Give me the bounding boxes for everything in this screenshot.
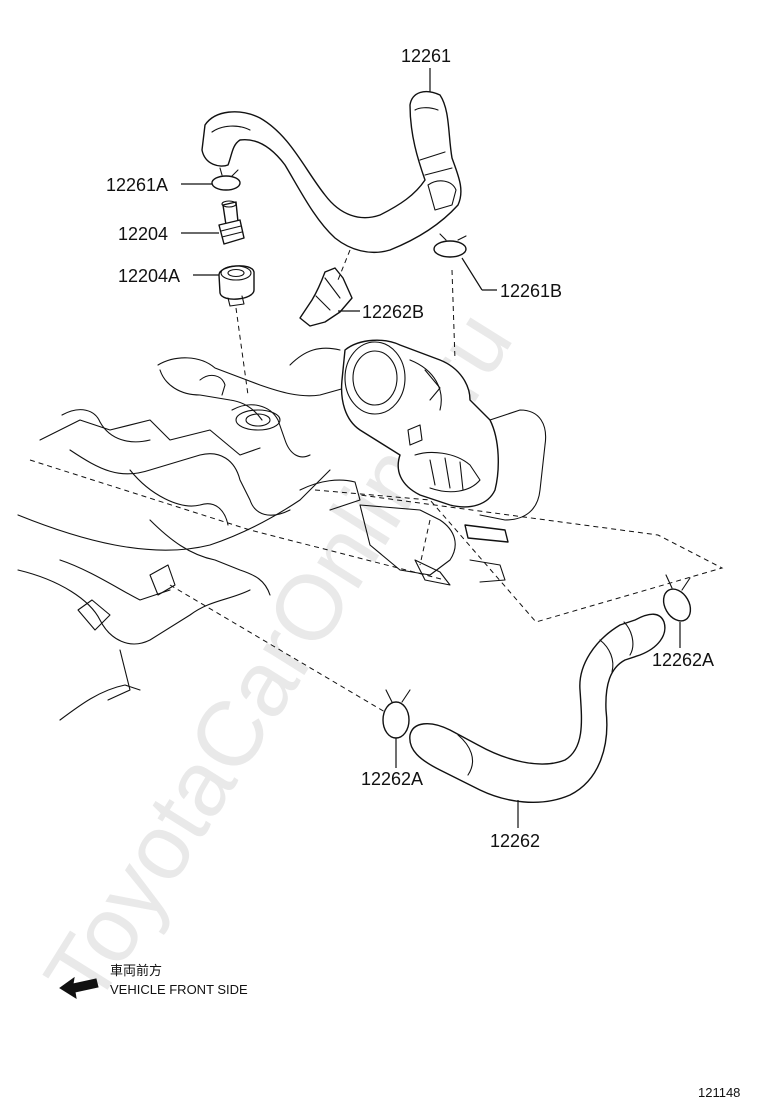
grommet-12204A: [218, 265, 255, 307]
clamp-12262A-right: [662, 574, 692, 622]
label-12261: 12261: [401, 46, 451, 66]
legend-english: VEHICLE FRONT SIDE: [110, 982, 248, 997]
guide-lines: [29, 249, 724, 713]
front-direction-legend: 車両前方 VEHICLE FRONT SIDE: [59, 963, 248, 1000]
label-12261A: 12261A: [106, 175, 168, 195]
throttle-body: [340, 339, 547, 586]
legend-japanese: 車両前方: [110, 963, 162, 978]
label-12204A: 12204A: [118, 266, 180, 286]
clamp-12261B: [433, 233, 467, 258]
label-12262A-right: 12262A: [652, 650, 714, 670]
label-12262: 12262: [490, 831, 540, 851]
label-12262A-left: 12262A: [361, 769, 423, 789]
label-12204: 12204: [118, 224, 168, 244]
hose-12262: [409, 613, 666, 804]
clamp-12262A-left: [382, 689, 411, 739]
pcv-valve-12204: [218, 200, 245, 245]
arrow-left-icon: [59, 976, 99, 1000]
label-12262B: 12262B: [362, 302, 424, 322]
leader-lines: [181, 68, 681, 828]
label-12261B: 12261B: [500, 281, 562, 301]
clamp-12261A: [211, 167, 241, 191]
engine-block: [17, 347, 361, 721]
diagram-id: 121148: [698, 1085, 740, 1100]
bracket-12262B: [299, 267, 353, 327]
hose-12261: [201, 90, 462, 254]
